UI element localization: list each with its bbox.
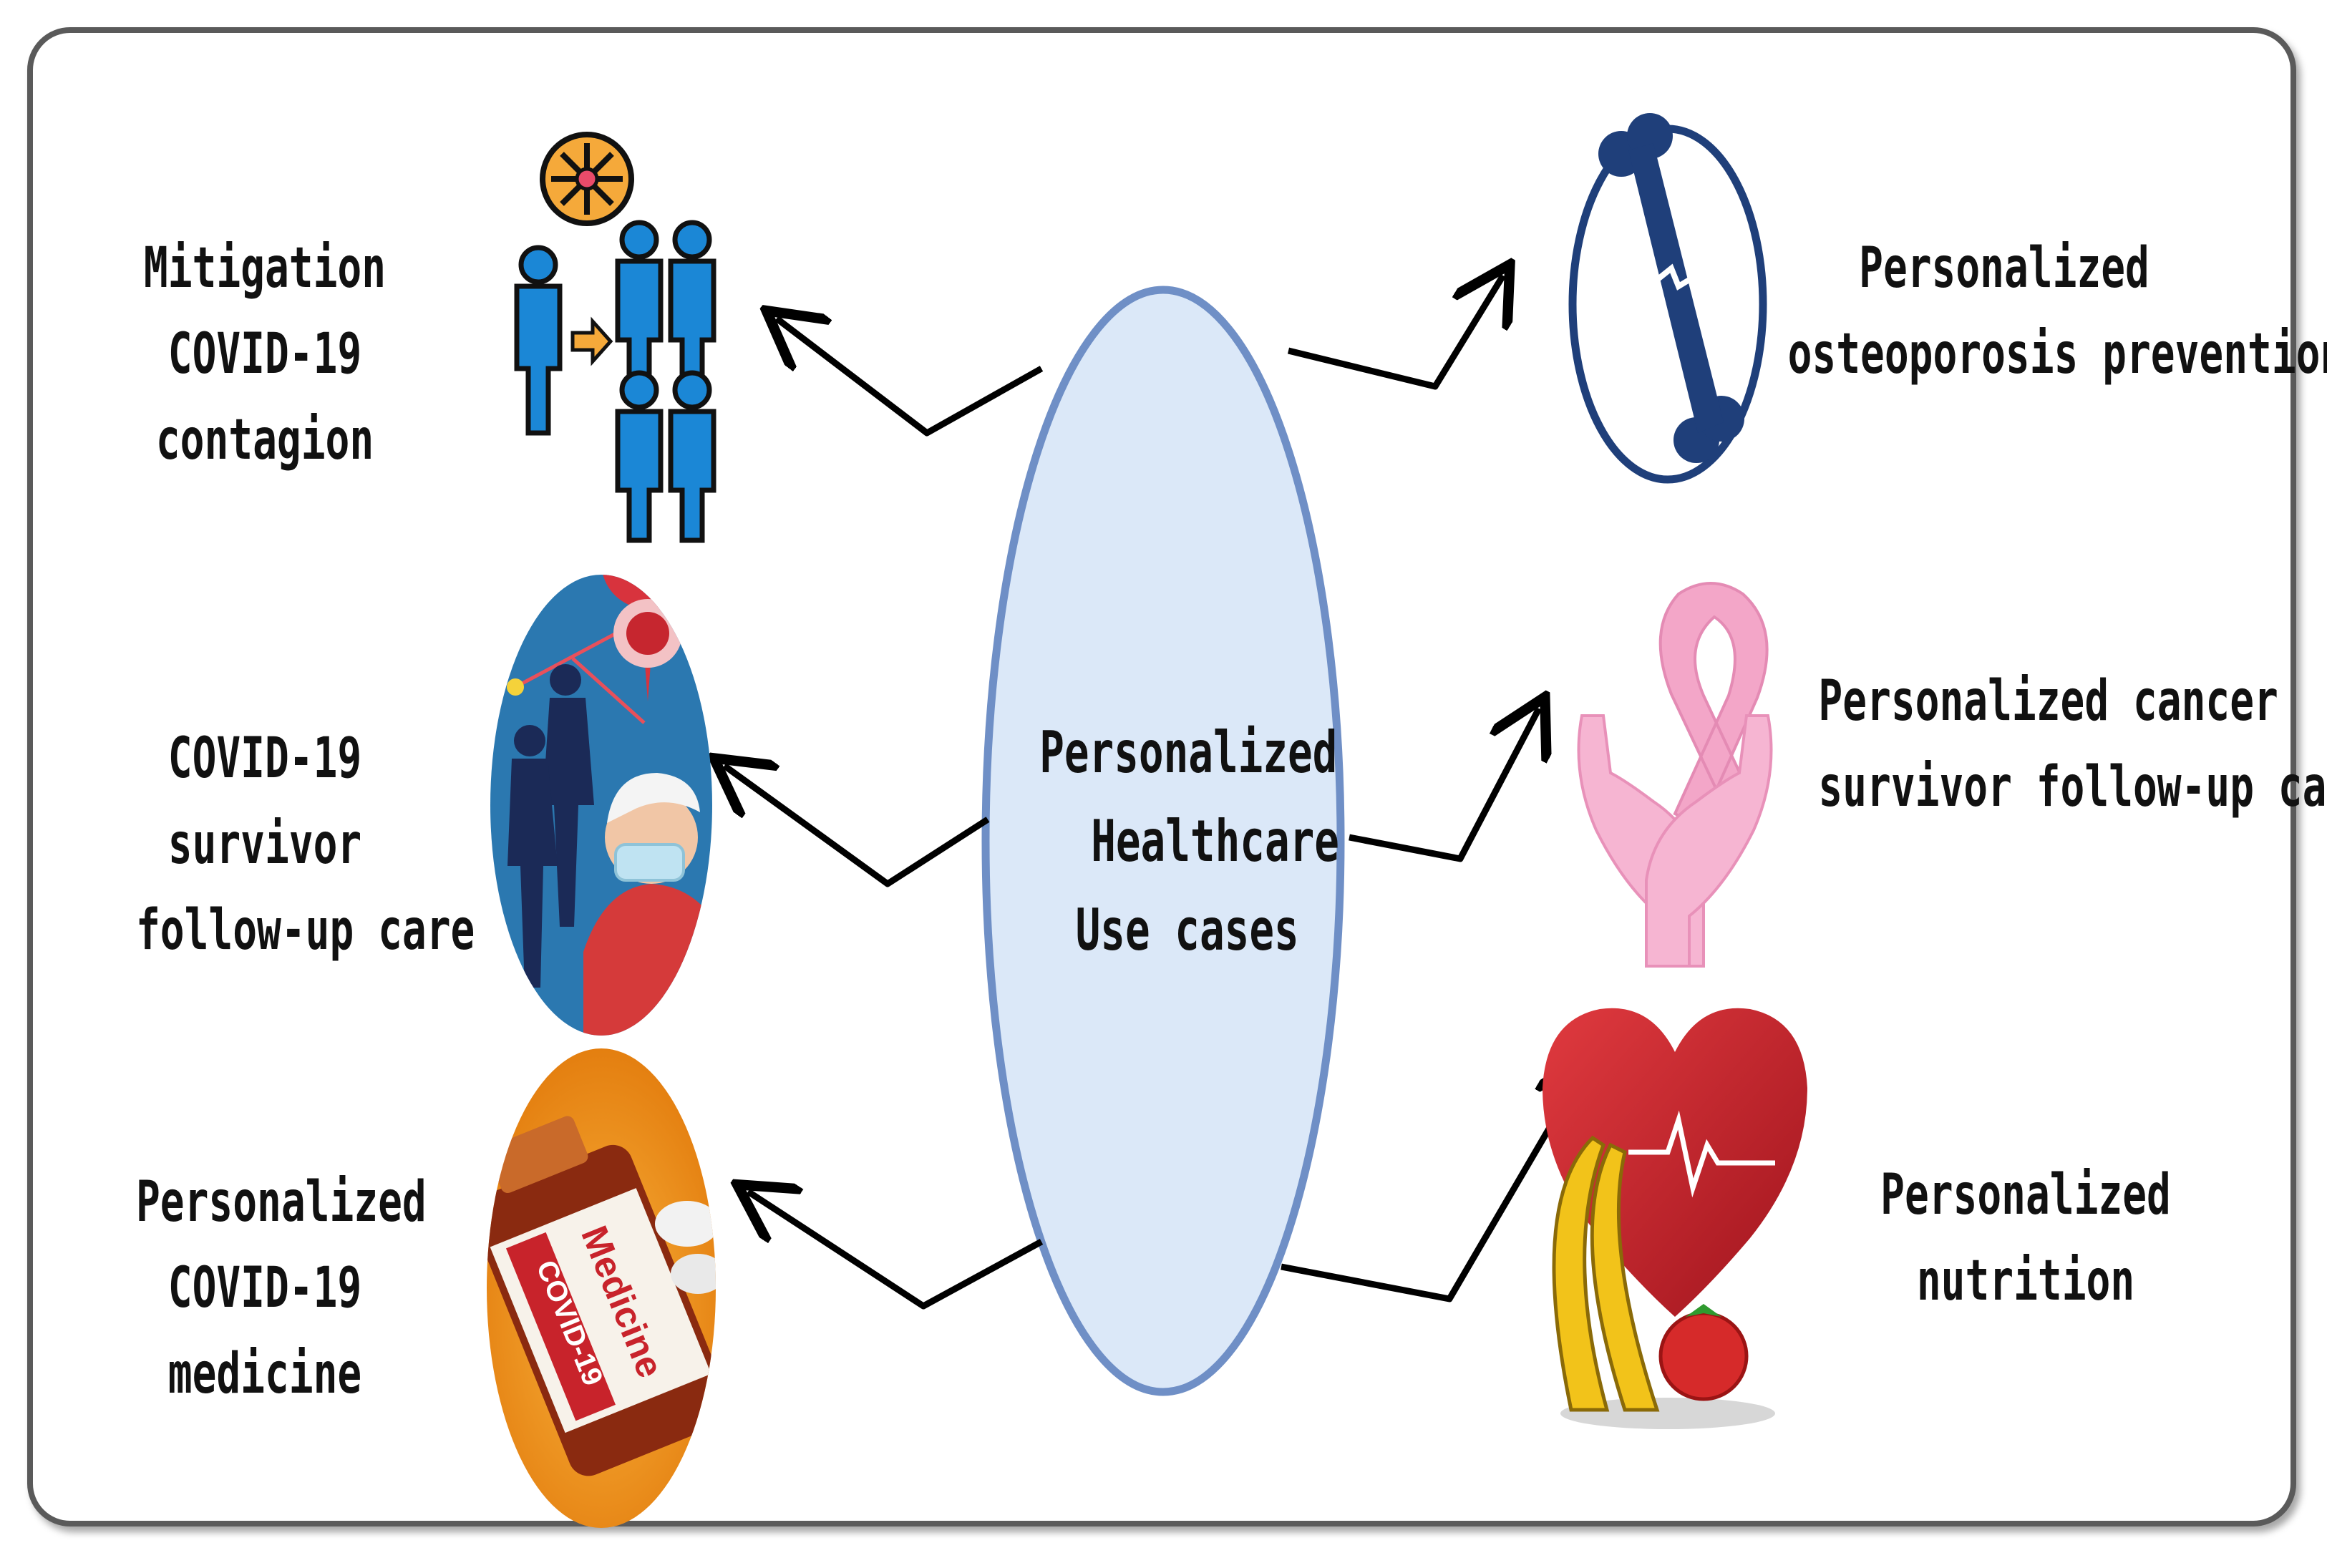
label-cancer-care-line-2: survivor follow-up care (1818, 755, 2327, 819)
pink-ribbon-hands-icon (1577, 582, 1773, 968)
people-contagion-icon (514, 132, 716, 543)
label-covid-medicine: Personalized COVID-19 medicine (136, 1159, 427, 1417)
center-ellipse (981, 286, 1345, 1396)
arrow-to-cancer-care (1349, 708, 1539, 862)
label-contagion: Mitigation COVID-19 contagion (136, 225, 394, 483)
center-label-line-2: Healthcare (1091, 808, 1339, 875)
label-covid-survivor-line-1: COVID-19 (167, 726, 362, 791)
center-label-line-3: Use cases (1075, 897, 1299, 963)
label-cancer-care-line-1: Personalized cancer (1818, 669, 2278, 734)
label-covid-medicine-line-2: COVID-19 (167, 1256, 362, 1320)
label-contagion-line-3: contagion (155, 408, 374, 472)
label-covid-medicine-line-3: medicine (167, 1342, 362, 1406)
arrow-to-osteoporosis (1287, 276, 1503, 390)
label-covid-survivor: COVID-19 survivor follow-up care (136, 716, 475, 973)
heart-fruit-icon (1543, 1008, 1807, 1429)
label-osteoporosis: Personalized osteoporosis prevention (1787, 225, 2327, 397)
label-osteoporosis-line-2: osteoporosis prevention (1787, 322, 2327, 386)
center-label: Personalized Healthcare Use cases (1039, 708, 1339, 975)
arrows-right (1281, 276, 1585, 1302)
label-nutrition-line-2: nutrition (1916, 1249, 2135, 1313)
covid-survivor-icon (490, 575, 712, 1036)
center-label-line-1: Personalized (1039, 719, 1338, 786)
label-osteoporosis-line-1: Personalized (1859, 236, 2149, 301)
label-nutrition: Personalized nutrition (1871, 1152, 2180, 1324)
covid-medicine-icon: COVID-19 Medicine (487, 1048, 716, 1528)
label-covid-survivor-line-3: follow-up care (136, 898, 475, 963)
broken-bone-icon (1568, 113, 1767, 484)
arrow-to-medicine (748, 1192, 1044, 1310)
label-covid-medicine-line-1: Personalized (136, 1170, 427, 1235)
arrows-left (724, 318, 1044, 1310)
label-cancer-care: Personalized cancer survivor follow-up c… (1818, 658, 2327, 830)
arrow-to-survivor (724, 766, 990, 887)
arrow-to-nutrition (1281, 1066, 1585, 1302)
arrow-to-contagion (777, 318, 1044, 437)
label-contagion-line-1: Mitigation (143, 236, 387, 301)
label-contagion-line-2: COVID-19 (167, 322, 362, 386)
label-nutrition-line-1: Personalized (1880, 1163, 2171, 1227)
label-covid-survivor-line-2: survivor (167, 812, 362, 877)
